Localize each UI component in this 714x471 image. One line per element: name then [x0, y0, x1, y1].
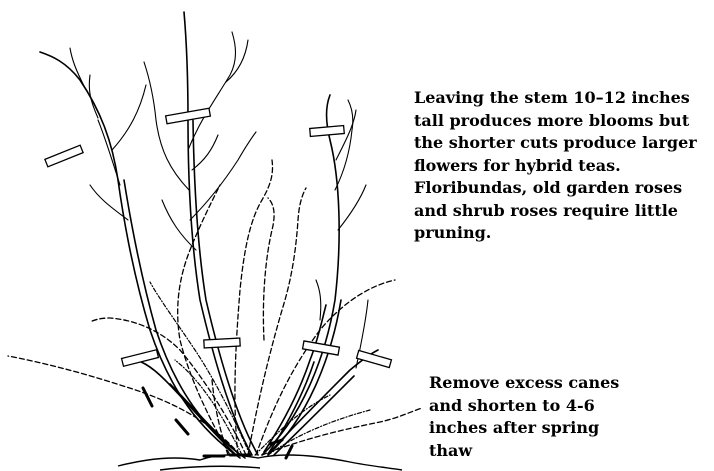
cane-center	[144, 12, 258, 455]
cane-lower-right	[270, 300, 378, 455]
canes-to-remove	[8, 160, 422, 455]
caption-remove-canes: Remove excess canes and shorten to 4-6 i…	[429, 372, 629, 462]
caption-pruning-height: Leaving the stem 10–12 inches tall produ…	[414, 87, 706, 245]
ground-line-lower	[160, 466, 260, 470]
